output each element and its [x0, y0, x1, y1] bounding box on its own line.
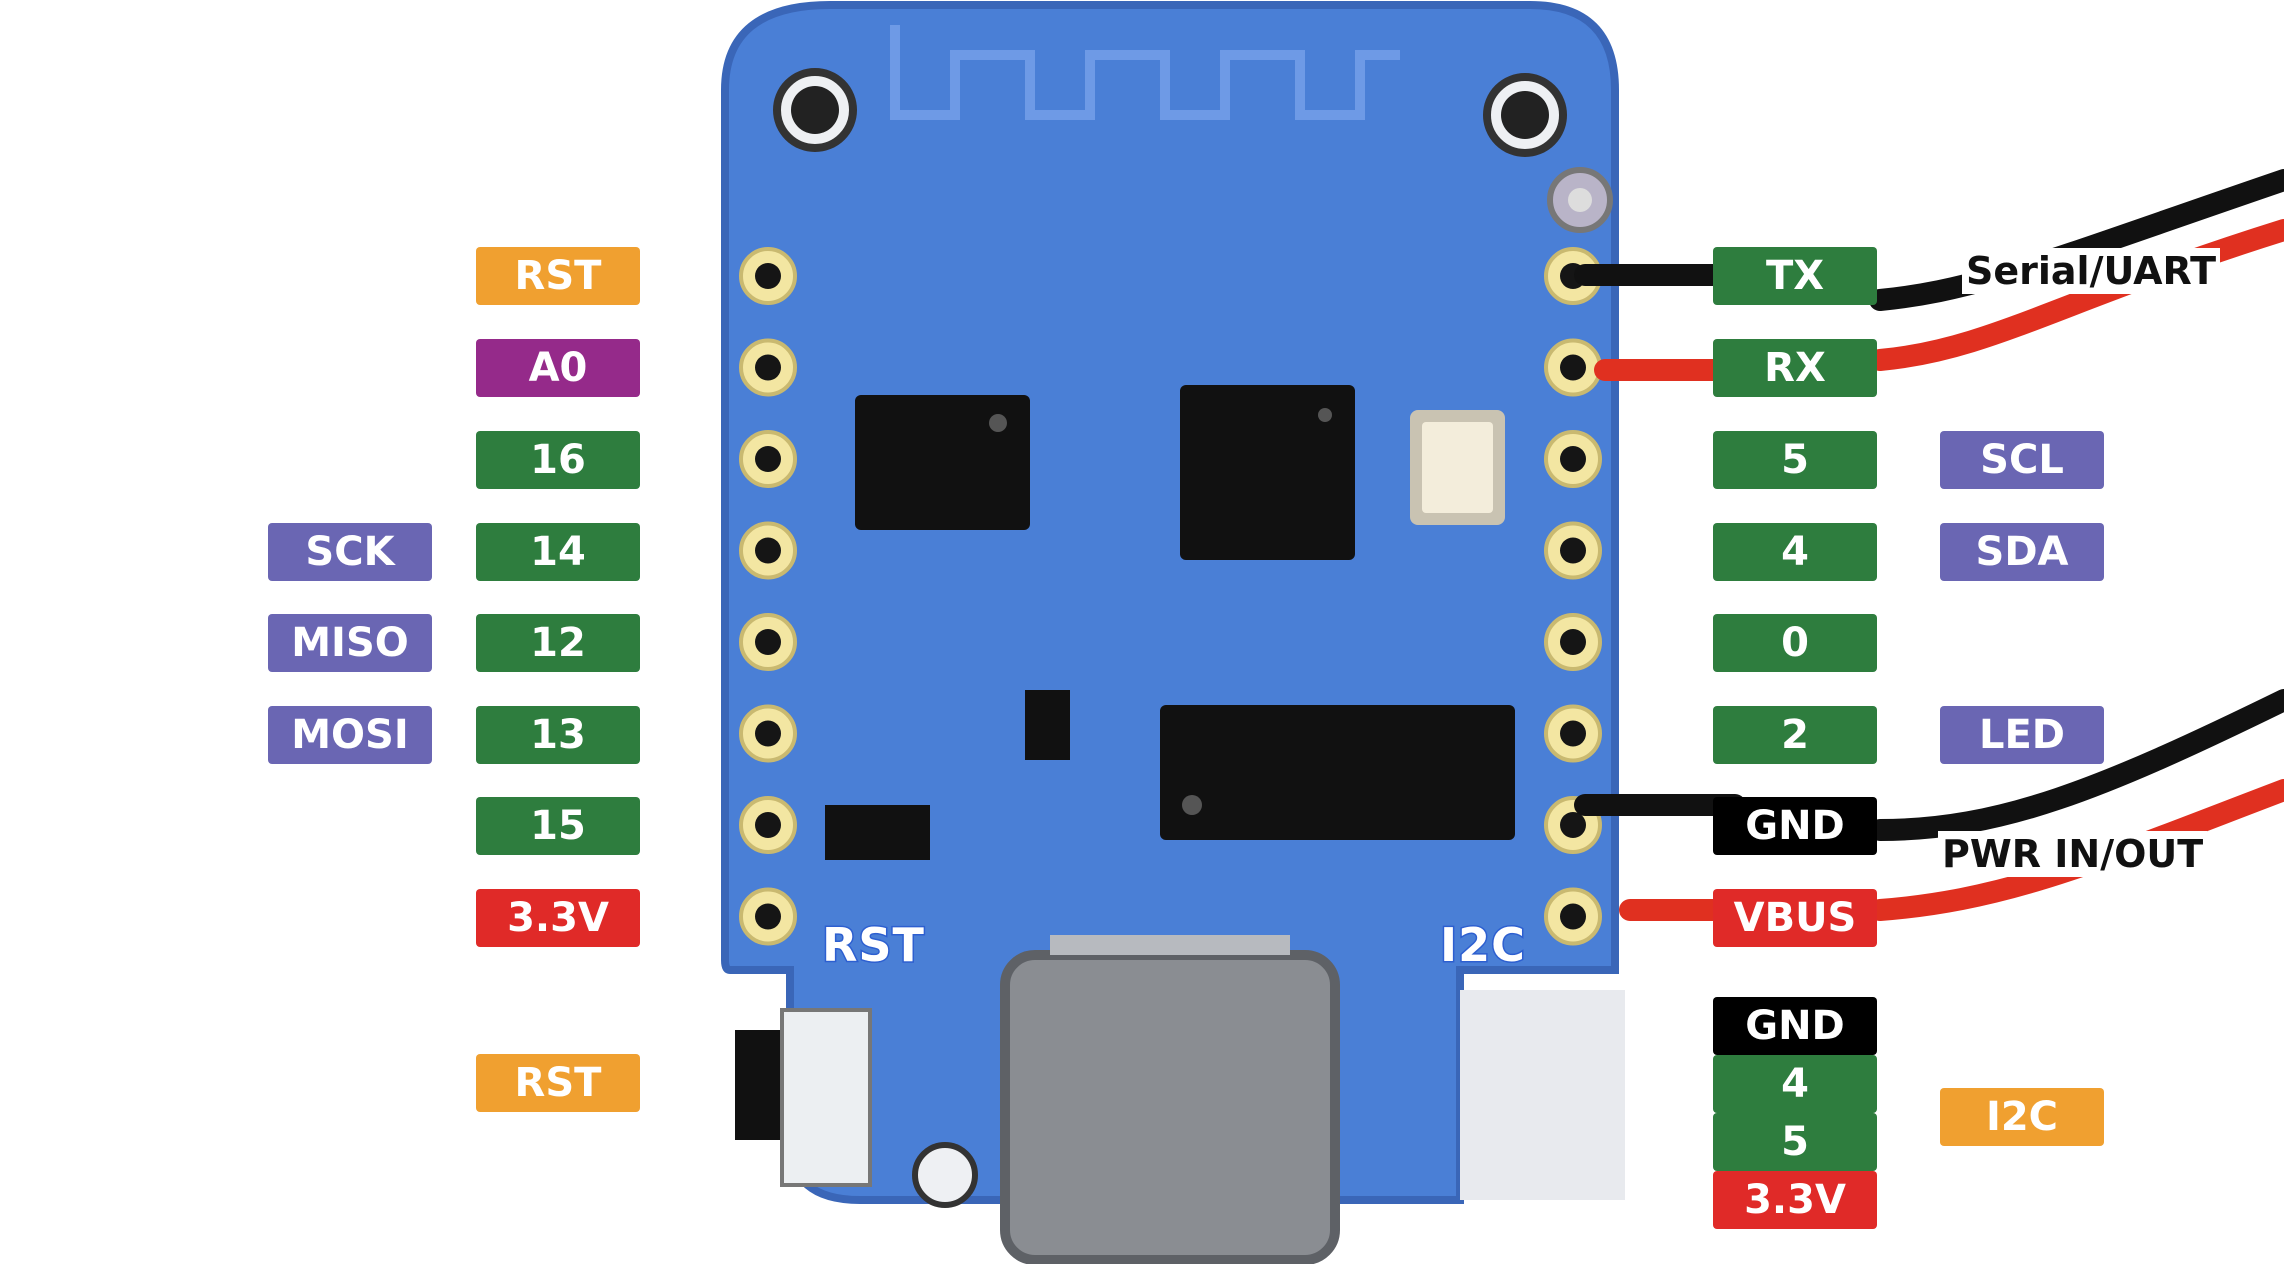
- pin-label-12: 12: [476, 614, 640, 672]
- left-header-hole-center: [755, 263, 781, 289]
- func-label-miso: MISO: [268, 614, 432, 672]
- pin-label-rst: RST: [476, 247, 640, 305]
- right-header-hole-center: [1560, 537, 1586, 564]
- left-header-hole-center: [755, 812, 781, 838]
- i2c-label-5: 5: [1713, 1113, 1877, 1171]
- rst-button-label: RST: [476, 1054, 640, 1112]
- left-header-hole-center: [755, 354, 781, 381]
- pin-label-rx: RX: [1713, 339, 1877, 397]
- right-header-hole-center: [1560, 812, 1586, 838]
- right-header-hole-center: [1560, 903, 1586, 930]
- pin-label-5: 5: [1713, 431, 1877, 489]
- func-label-mosi: MOSI: [268, 706, 432, 764]
- pwr-in-out-label: PWR IN/OUT: [1938, 831, 2208, 877]
- func-label-led: LED: [1940, 706, 2104, 764]
- pin-label-14: 14: [476, 523, 640, 581]
- func-label-sck: SCK: [268, 523, 432, 581]
- left-header-hole-center: [755, 629, 781, 655]
- silkscreen-i2c: I2C: [1439, 917, 1527, 974]
- pin-label-vbus: VBUS: [1713, 889, 1877, 947]
- i2c-label-4: 4: [1713, 1055, 1877, 1113]
- pin-label-3v3: 3.3V: [476, 889, 640, 947]
- pin-label-16: 16: [476, 431, 640, 489]
- func-label-sda: SDA: [1940, 523, 2104, 581]
- left-header-holes: [739, 247, 797, 946]
- left-header-hole-center: [755, 537, 781, 564]
- right-header-hole-center: [1560, 446, 1586, 472]
- left-header-hole-center: [755, 720, 781, 747]
- pin-label-tx: TX: [1713, 247, 1877, 305]
- left-header-hole-center: [755, 446, 781, 472]
- i2c-label-3v3: 3.3V: [1713, 1171, 1877, 1229]
- pin-label-gnd: GND: [1713, 797, 1877, 855]
- func-label-scl: SCL: [1940, 431, 2104, 489]
- pin-label-0: 0: [1713, 614, 1877, 672]
- right-header-hole-center: [1560, 720, 1586, 747]
- serial-uart-label: Serial/UART: [1962, 248, 2221, 294]
- pin-label-2: 2: [1713, 706, 1877, 764]
- i2c-label-gnd: GND: [1713, 997, 1877, 1055]
- pin-label-15: 15: [476, 797, 640, 855]
- pin-label-a0: A0: [476, 339, 640, 397]
- left-header-hole-center: [755, 903, 781, 930]
- right-header-hole-center: [1560, 354, 1586, 381]
- pin-label-13: 13: [476, 706, 640, 764]
- i2c-group-label: I2C: [1940, 1088, 2104, 1146]
- wemos-d1-mini-board: [721, 1, 1625, 1264]
- right-header-hole-center: [1560, 629, 1586, 655]
- silkscreen-rst: RST: [821, 917, 926, 974]
- pin-label-4: 4: [1713, 523, 1877, 581]
